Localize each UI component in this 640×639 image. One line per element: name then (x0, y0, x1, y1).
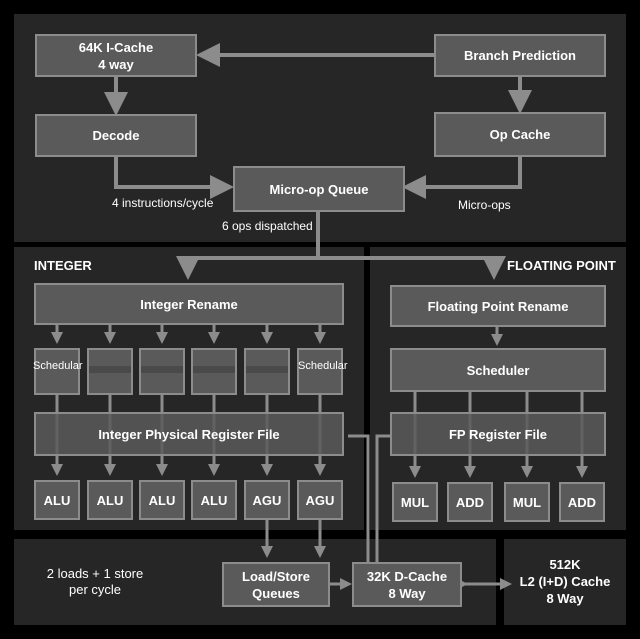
fp-rename-label: Floating Point Rename (427, 298, 569, 314)
alu-unit-1: ALU (34, 480, 80, 520)
op-cache-box: Op Cache (434, 112, 606, 157)
instructions-per-cycle-label: 4 instructions/cycle (112, 196, 214, 210)
agu-unit-1: AGU (244, 480, 290, 520)
lsq-label-line2: Queues (252, 585, 300, 601)
add-label: ADD (567, 494, 597, 510)
fp-add-unit-1: ADD (447, 482, 493, 522)
scheduler-stripe (193, 366, 235, 373)
l2-line3: 8 Way (546, 591, 584, 606)
agu-unit-2: AGU (297, 480, 343, 520)
load-store-queues-box: Load/Store Queues (222, 562, 330, 607)
d-cache-label-line2: 8 Way (388, 585, 426, 601)
fp-mul-unit-1: MUL (392, 482, 438, 522)
loads-stores-line2: per cycle (68, 582, 122, 597)
add-label: ADD (455, 494, 485, 510)
fp-mul-unit-2: MUL (504, 482, 550, 522)
micro-ops-label: Micro-ops (458, 198, 511, 212)
fp-register-file-box: FP Register File (390, 412, 606, 456)
l2-cache-label: 512K L2 (I+D) Cache 8 Way (504, 556, 626, 607)
scheduler-stripe (89, 366, 131, 373)
d-cache-box: 32K D-Cache 8 Way (352, 562, 462, 607)
decode-box: Decode (35, 114, 197, 157)
l2-line1: 512K (549, 557, 581, 572)
scheduler-right-label: Schedular (298, 360, 348, 372)
integer-scheduler-1 (34, 348, 80, 395)
micro-op-queue-box: Micro-op Queue (233, 166, 405, 212)
l2-line2: L2 (I+D) Cache (519, 574, 611, 589)
mul-label: MUL (512, 494, 542, 510)
d-cache-label-line1: 32K D-Cache (366, 568, 448, 584)
agu-label: AGU (252, 492, 282, 508)
icache-label: 64K I-Cache (78, 39, 154, 55)
alu-unit-3: ALU (139, 480, 185, 520)
fp-rename-box: Floating Point Rename (390, 285, 606, 327)
mul-label: MUL (400, 494, 430, 510)
lsq-label-line1: Load/Store (242, 568, 310, 584)
branch-prediction-box: Branch Prediction (434, 34, 606, 77)
scheduler-stripe (246, 366, 288, 373)
integer-title: INTEGER (34, 258, 92, 273)
micro-op-queue-label: Micro-op Queue (269, 181, 369, 197)
icache-ways: 4 way (98, 56, 134, 72)
scheduler-left-label: Schedular (33, 360, 83, 372)
alu-label: ALU (43, 492, 71, 508)
agu-label: AGU (305, 492, 335, 508)
integer-scheduler-6 (297, 348, 343, 395)
loads-stores-label: 2 loads + 1 store per cycle (40, 566, 150, 598)
alu-label: ALU (200, 492, 228, 508)
alu-label: ALU (148, 492, 176, 508)
floating-point-title: FLOATING POINT (507, 258, 616, 273)
scheduler-stripe (141, 366, 183, 373)
integer-rename-box: Integer Rename (34, 283, 344, 325)
alu-unit-4: ALU (191, 480, 237, 520)
alu-label: ALU (96, 492, 124, 508)
loads-stores-line1: 2 loads + 1 store (46, 566, 144, 581)
alu-unit-2: ALU (87, 480, 133, 520)
fp-register-file-label: FP Register File (448, 426, 547, 442)
l2-panel (504, 539, 626, 625)
integer-register-file-box: Integer Physical Register File (34, 412, 344, 456)
icache-box: 64K I-Cache 4 way (35, 34, 197, 77)
decode-label: Decode (92, 128, 140, 143)
fp-scheduler-box: Scheduler (390, 348, 606, 392)
fp-scheduler-label: Scheduler (466, 362, 530, 378)
op-cache-label: Op Cache (489, 127, 551, 142)
branch-prediction-label: Branch Prediction (464, 48, 576, 63)
integer-register-file-label: Integer Physical Register File (98, 426, 280, 442)
integer-rename-label: Integer Rename (140, 296, 238, 312)
ops-dispatched-label: 6 ops dispatched (222, 219, 313, 233)
fp-add-unit-2: ADD (559, 482, 605, 522)
